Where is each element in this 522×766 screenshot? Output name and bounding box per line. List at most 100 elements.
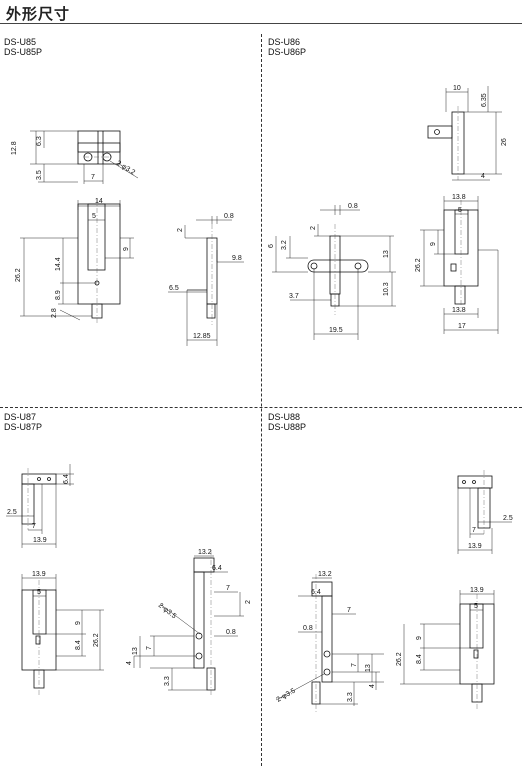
dim-text: 17 (458, 323, 466, 330)
u85-top-view: 12.8 6.3 3.5 7 2-φ3.2 (11, 130, 139, 184)
dim-text: 3.5 (36, 170, 43, 180)
dim-text: 6.4 (63, 474, 70, 484)
model-label-u85: DS-U85 DS-U85P (4, 37, 42, 57)
title-divider (0, 23, 522, 24)
dim-text: 6.3 (36, 136, 43, 146)
model-label-u87: DS-U87 DS-U87P (4, 412, 42, 432)
dim-text: 9 (75, 621, 82, 625)
dim-text: 13.9 (32, 571, 46, 578)
dim-text: 13.9 (33, 537, 47, 544)
dim-text: 13.8 (452, 194, 466, 201)
dim-text: 0.8 (224, 213, 234, 220)
model-name-p: DS-U85P (4, 47, 43, 57)
u88-front-view: 13.9 5 9 8.4 26.2 (396, 587, 495, 710)
dim-text: 5 (37, 589, 41, 596)
model-name-p: DS-U87P (4, 422, 43, 432)
model-label-u88: DS-U88 DS-U88P (268, 412, 306, 432)
dim-text: 12.85 (193, 333, 211, 340)
dim-text: 7 (146, 646, 153, 650)
dim-text: 8.4 (75, 640, 82, 650)
model-name-p: DS-U86P (268, 47, 307, 57)
dim-text: 2 (177, 228, 184, 232)
dim-text: 2 (310, 226, 317, 230)
u86-top-view: 10 6.35 26 4 (427, 85, 508, 181)
horizontal-divider (0, 407, 522, 408)
dim-text: 6.4 (311, 589, 321, 596)
dim-text: 4 (481, 173, 485, 180)
dim-text: 2-φ3.5 (276, 687, 297, 703)
dim-text: 10 (453, 85, 461, 92)
dim-text: 9 (123, 247, 130, 251)
dim-text: 4 (369, 684, 376, 688)
dim-text: 5 (92, 213, 96, 220)
dim-text: 7 (226, 585, 230, 592)
u87-front-view: 13.9 5 9 8.4 26.2 (21, 571, 104, 696)
dim-text: 0.8 (303, 625, 313, 632)
dim-text: 6.5 (169, 285, 179, 292)
model-name: DS-U87 (4, 412, 37, 422)
dim-text: 4 (126, 661, 133, 665)
model-name: DS-U88 (268, 412, 301, 422)
dim-text: 2.5 (7, 509, 17, 516)
dim-text: 2-φ3.5 (157, 602, 178, 620)
dim-text: 7 (32, 523, 36, 530)
u87-top-view: 6.4 2.5 7 13.9 (6, 464, 74, 548)
dim-text: 6 (268, 244, 275, 248)
dim-text: 26 (501, 138, 508, 146)
dim-text: 26.2 (15, 268, 22, 282)
dim-text: 10.3 (383, 282, 390, 296)
dim-text: 9.8 (232, 255, 242, 262)
dim-text: 3.2 (281, 240, 288, 250)
u88-top-view: 2.5 7 13.9 (457, 470, 513, 554)
dim-text: 2.5 (503, 515, 513, 522)
dim-text: 13.2 (318, 571, 332, 578)
dim-text: 3.3 (164, 676, 171, 686)
dim-text: 5 (458, 207, 462, 214)
dim-text: 0.8 (348, 203, 358, 210)
model-label-u86: DS-U86 DS-U86P (268, 37, 306, 57)
dim-text: 13 (365, 664, 372, 672)
dim-text: 7 (472, 527, 476, 534)
dim-text: 8.9 (55, 290, 62, 300)
dim-text: 12.8 (11, 141, 18, 155)
dim-text: 6.4 (212, 565, 222, 572)
dim-text: 13.2 (198, 549, 212, 556)
u85-front-view: 14 5 26.2 14.4 8.9 9 2.8 (15, 198, 134, 325)
dim-text: 3.3 (347, 692, 354, 702)
dim-text: 7 (91, 174, 95, 181)
dim-text: 9 (430, 242, 437, 246)
u86-front-view: 13.8 5 26.2 9 13.8 17 (415, 194, 499, 334)
dim-text: 26.2 (396, 652, 403, 666)
dim-text: 2 (245, 600, 252, 604)
u86-side-view: 0.8 2 3.2 6 13 10.3 3.7 19.5 (268, 203, 396, 340)
dim-text: 7 (347, 607, 351, 614)
dim-text: 13 (132, 647, 139, 655)
dim-text: 9 (416, 636, 423, 640)
dim-text: 13 (383, 250, 390, 258)
u88-side-view: 13.2 6.4 7 0.8 7 13 4 3.3 2-φ3.5 (276, 571, 384, 712)
dim-text: 26.2 (415, 258, 422, 272)
u87-side-view: 13.2 6.4 7 2 2-φ3.5 0.8 7 13 4 3.3 (126, 549, 252, 696)
u85-side-view: 0.8 2 9.8 6.5 12.85 (168, 213, 244, 346)
dim-text: 13.9 (470, 587, 484, 594)
model-name: DS-U85 (4, 37, 37, 47)
dim-text: 7 (351, 663, 358, 667)
dim-text: 8.4 (416, 654, 423, 664)
model-name: DS-U86 (268, 37, 301, 47)
dim-text: 2.8 (51, 308, 58, 318)
model-name-p: DS-U88P (268, 422, 307, 432)
dim-text: 13.9 (468, 543, 482, 550)
dim-text: 14 (95, 198, 103, 205)
dim-text: 26.2 (93, 633, 100, 647)
dim-text: 6.35 (481, 93, 488, 107)
dim-text: 3.7 (289, 293, 299, 300)
dim-text: 0.8 (226, 629, 236, 636)
page-title: 外形尺寸 (6, 5, 71, 23)
dim-text: 5 (474, 603, 478, 610)
dim-text: 2-φ3.2 (115, 160, 136, 177)
dim-text: 19.5 (329, 327, 343, 334)
dim-text: 14.4 (55, 257, 62, 271)
dim-text: 13.8 (452, 307, 466, 314)
vertical-divider (261, 34, 262, 766)
